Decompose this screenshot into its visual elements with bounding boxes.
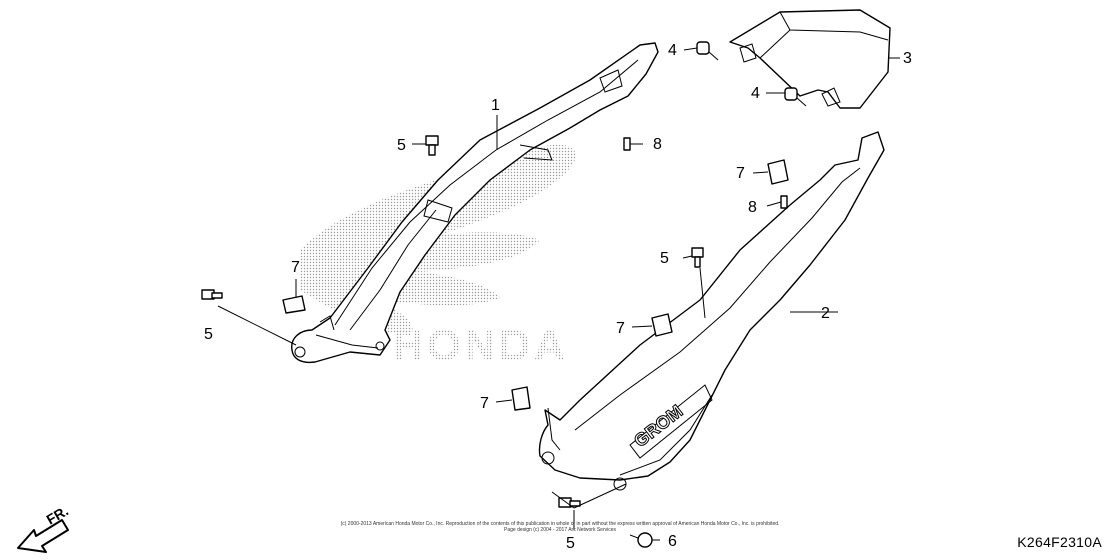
bolt-5-left[interactable]: [201, 289, 223, 300]
callout-7-b[interactable]: 7: [736, 165, 745, 182]
callout-3[interactable]: 3: [903, 50, 912, 67]
callout-5-left[interactable]: 5: [204, 326, 213, 343]
callout-4-bottom[interactable]: 4: [751, 85, 760, 102]
callout-7-c[interactable]: 7: [616, 320, 625, 337]
callout-5-mid[interactable]: 5: [660, 250, 669, 267]
fasteners: [201, 41, 807, 548]
screw-4-top[interactable]: [696, 41, 719, 61]
screw-4-bottom[interactable]: [784, 87, 807, 107]
bolt-5-bottom[interactable]: [558, 497, 581, 508]
callout-5-top[interactable]: 5: [397, 137, 406, 154]
clip-7-d[interactable]: [511, 386, 531, 411]
clip-7-c[interactable]: [651, 313, 673, 337]
diagram-code: K264F2310A: [1017, 534, 1102, 550]
copyright-line-2: Page design (c) 2004 - 2017 Arc Network …: [504, 527, 616, 533]
bolt-5-top[interactable]: [425, 135, 439, 156]
callout-8-a[interactable]: 8: [653, 136, 662, 153]
bolt-6[interactable]: [629, 532, 653, 548]
callout-6[interactable]: 6: [668, 533, 677, 550]
callout-7-a[interactable]: 7: [291, 259, 300, 276]
callout-7-d[interactable]: 7: [480, 395, 489, 412]
front-arrow-icon: FR.: [17, 502, 72, 553]
part-2-side-cover[interactable]: GROM: [538, 131, 885, 491]
callouts: 1 2 3 4 4 5 5 5 5 6 7 7 7 7 8 8: [204, 42, 912, 552]
screw-8-b[interactable]: [780, 195, 788, 209]
part-1-inner-cover[interactable]: [291, 42, 659, 364]
callout-4-top[interactable]: 4: [668, 42, 677, 59]
callout-5-bottom[interactable]: 5: [566, 535, 575, 552]
callout-1[interactable]: 1: [491, 97, 500, 114]
honda-wordmark: HONDA: [392, 321, 568, 370]
copyright-notice: (c) 2000-2013 American Honda Motor Co., …: [300, 521, 820, 533]
screw-8-a[interactable]: [623, 137, 631, 151]
callout-2[interactable]: 2: [821, 305, 830, 322]
copyright-line-1: (c) 2000-2013 American Honda Motor Co., …: [340, 521, 780, 527]
part-3-rear-cover[interactable]: [729, 9, 891, 109]
clip-7-b[interactable]: [767, 159, 789, 185]
callout-8-b[interactable]: 8: [748, 199, 757, 216]
bolt-5-mid[interactable]: [691, 247, 704, 268]
front-label: FR.: [44, 502, 72, 527]
clip-7-a[interactable]: [282, 295, 306, 314]
leader-lines: [217, 47, 900, 541]
